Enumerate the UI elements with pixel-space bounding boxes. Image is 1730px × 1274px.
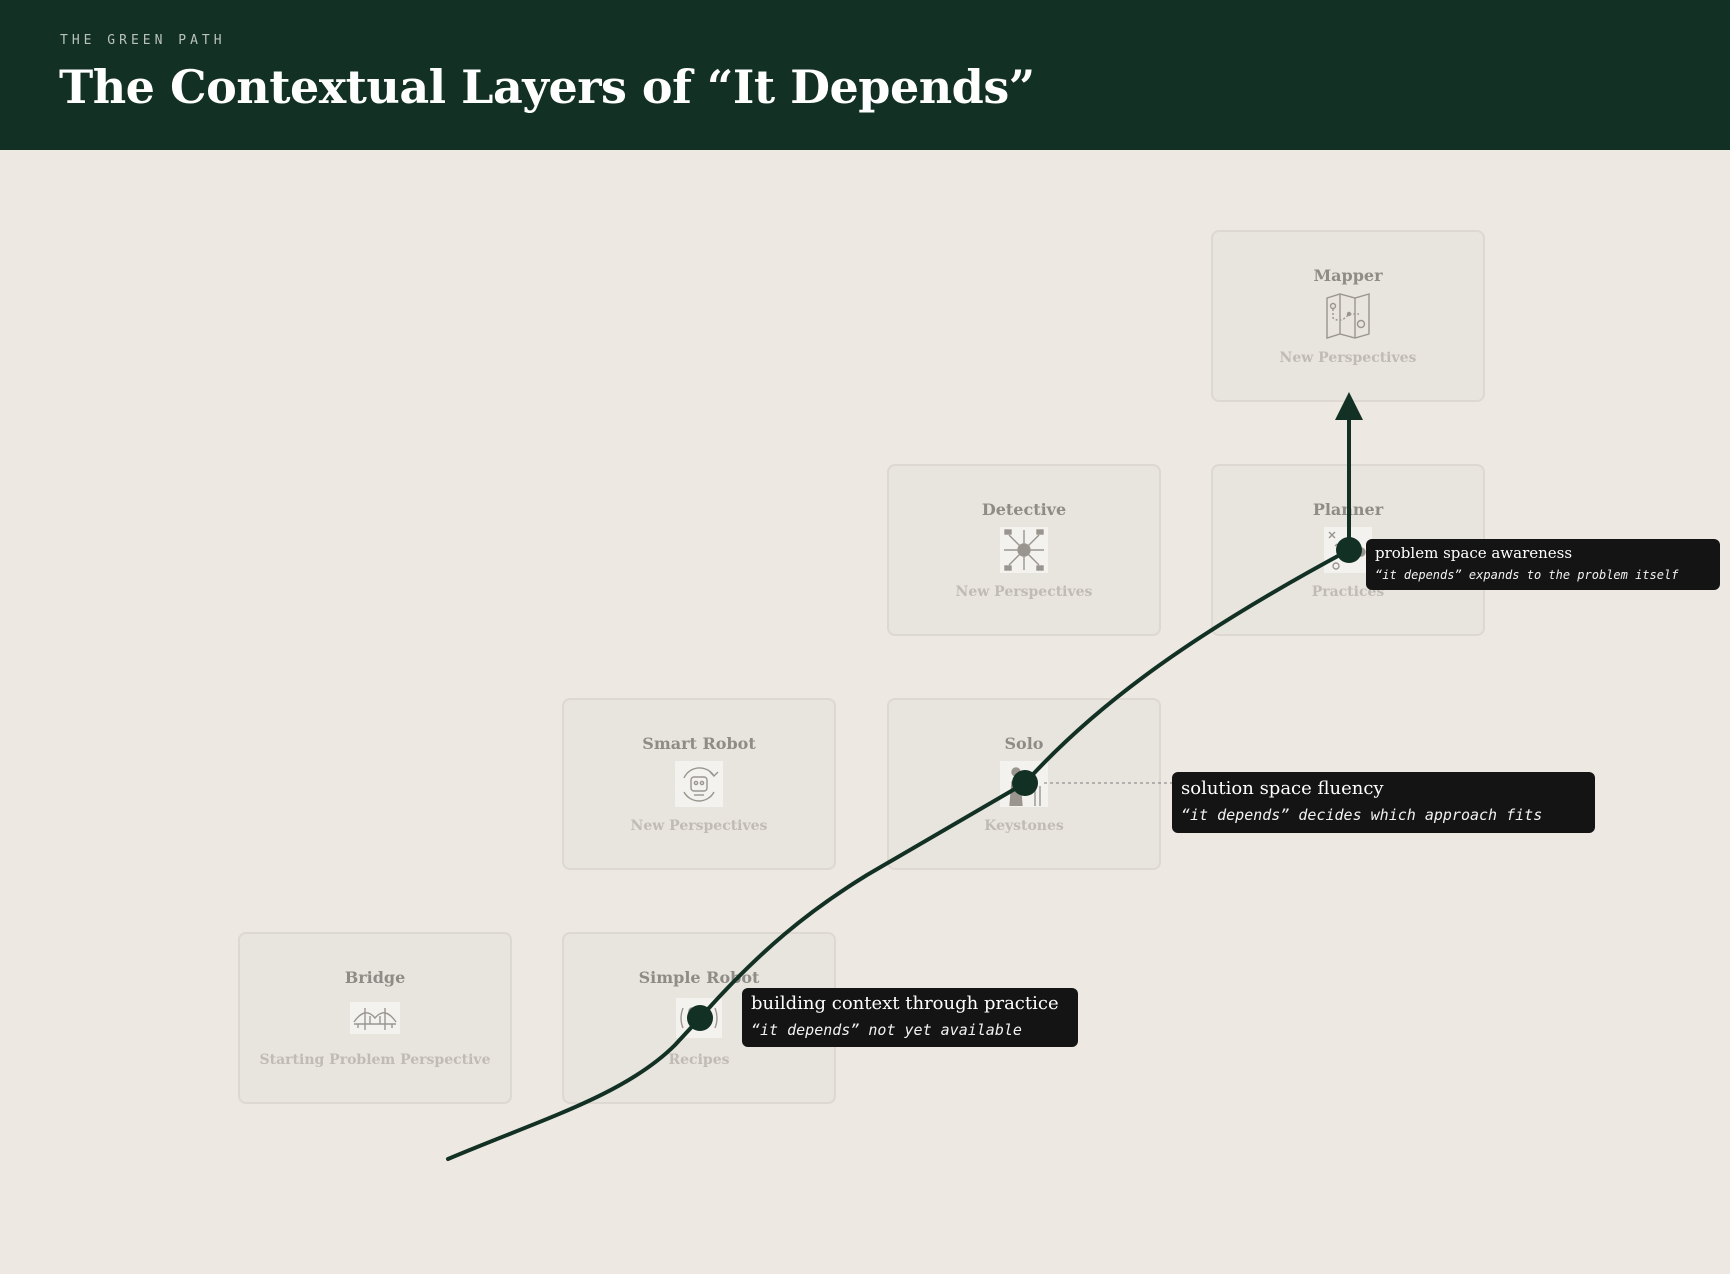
card-title: Bridge: [344, 968, 406, 987]
callout-title: building context through practice: [751, 993, 1059, 1014]
callout-note: “it depends” expands to the problem itse…: [1375, 568, 1679, 582]
callout-solution: solution space fluency “it depends” deci…: [1172, 772, 1595, 833]
map-icon: [1323, 292, 1373, 340]
page-header: THE GREEN PATH The Contextual Layers of …: [0, 0, 1730, 150]
card-subtitle: New Perspectives: [1279, 350, 1417, 366]
card-title: Smart Robot: [642, 734, 756, 753]
card-bridge: Bridge Starting Problem Perspective: [238, 932, 512, 1104]
milestone-marker-practice: [687, 1005, 713, 1031]
card-subtitle: New Perspectives: [630, 818, 768, 834]
milestone-marker-problem: [1336, 537, 1362, 563]
card-subtitle: Recipes: [668, 1052, 730, 1068]
growth-path-curve: [446, 548, 1351, 1161]
card-smart-robot: Smart Robot New Perspectives: [562, 698, 836, 870]
callout-title: problem space awareness: [1375, 544, 1573, 562]
growth-path-arrow-head: [1335, 392, 1363, 420]
eyebrow-label: THE GREEN PATH: [60, 33, 226, 48]
callout-title: solution space fluency: [1181, 778, 1384, 799]
callout-practice: building context through practice “it de…: [742, 988, 1078, 1047]
card-title: Detective: [981, 500, 1067, 519]
bridge-icon: [350, 994, 400, 1042]
card-title: Simple Robot: [638, 968, 760, 987]
card-title: Mapper: [1313, 266, 1383, 285]
card-mapper: Mapper New Perspectives: [1211, 230, 1485, 402]
smart-robot-icon: [674, 760, 724, 808]
card-subtitle: New Perspectives: [955, 584, 1093, 600]
callout-problem: problem space awareness “it depends” exp…: [1366, 539, 1720, 590]
card-subtitle: Starting Problem Perspective: [259, 1052, 491, 1068]
card-title: Solo: [1004, 734, 1044, 753]
card-subtitle: Practices: [1311, 584, 1385, 600]
card-detective: Detective New Perspectives: [887, 464, 1161, 636]
milestone-marker-solution: [1012, 770, 1038, 796]
card-subtitle: Keystones: [984, 818, 1064, 834]
detective-icon: [999, 526, 1049, 574]
callout-note: “it depends” not yet available: [751, 1021, 1022, 1039]
callout-note: “it depends” decides which approach fits: [1181, 806, 1543, 824]
page-title: The Contextual Layers of “It Depends”: [59, 60, 1035, 114]
